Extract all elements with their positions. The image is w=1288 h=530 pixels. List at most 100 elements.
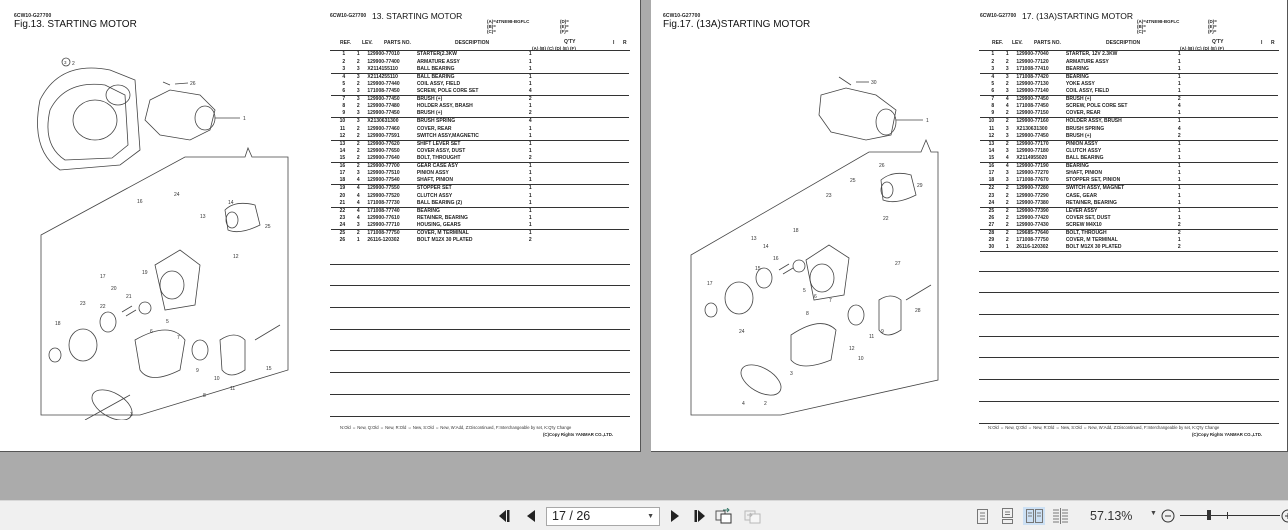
model-legend-def: (D)= (E)= (F)= (1208, 19, 1217, 34)
zoom-in-button[interactable] (1280, 507, 1288, 525)
rotate-view-alt-button[interactable] (743, 507, 763, 525)
part-number-cell: 129900-77160 (1016, 118, 1049, 125)
zoom-slider-track[interactable] (1180, 515, 1280, 516)
description-cell: LEVER ASSY (1065, 207, 1098, 214)
level-cell: 4 (349, 177, 368, 186)
quantity-cell: 1 (528, 185, 532, 192)
svg-text:23: 23 (80, 301, 86, 307)
list-code: 6CW10-G27700 (980, 13, 1017, 19)
continuous-page-icon (1001, 508, 1013, 524)
level-cell: 4 (998, 155, 1017, 164)
column-qty: Q'TY (1212, 39, 1224, 45)
next-page-button[interactable] (668, 507, 682, 525)
page-number-select[interactable]: 17 / 26 ▼ (546, 507, 660, 526)
description-cell: RETAINER, BEARING (416, 215, 468, 222)
svg-text:23: 23 (826, 193, 832, 199)
level-cell: 3 (349, 65, 368, 74)
ref-cell: 10 (988, 118, 995, 125)
zoom-slider-thumb[interactable] (1207, 510, 1211, 520)
ref-cell: 6 (980, 88, 999, 96)
description-cell: CASE, GEAR (1065, 192, 1097, 199)
description-cell: BEARING (1065, 73, 1089, 80)
previous-page-button[interactable] (524, 507, 538, 525)
description-cell: STOPPER SET, PINION (1063, 177, 1175, 186)
description-cell: STOPPER SET (416, 185, 452, 192)
quantity-cell: 1 (525, 132, 629, 141)
zoom-dropdown-icon[interactable]: ▼ (1150, 510, 1157, 517)
ref-cell: 19 (339, 185, 346, 192)
description-cell: HOUSING, GEARS (414, 222, 526, 231)
description-cell: BEARING (1065, 163, 1089, 170)
ref-cell: 23 (339, 215, 346, 222)
description-cell: BRUSH (+) (1065, 96, 1092, 103)
ref-cell: 1 (342, 51, 346, 58)
description-cell: SCREW, POLE CORE SET (414, 88, 526, 96)
description-cell: BEARING (416, 207, 440, 214)
single-page-icon (976, 508, 988, 524)
column-description: DESCRIPTION (1106, 40, 1141, 46)
quantity-cell: 1 (1177, 215, 1181, 222)
quantity-cell: 4 (525, 88, 629, 96)
facing-view-button[interactable] (1023, 507, 1045, 525)
quantity-cell: 1 (1174, 155, 1278, 164)
svg-text:29: 29 (917, 183, 923, 189)
level-cell: 2 (356, 148, 360, 155)
svg-text:24: 24 (174, 192, 180, 198)
svg-text:10: 10 (214, 376, 220, 382)
column-r: R (1271, 40, 1275, 46)
column-parts-no: PARTS NO. (1034, 40, 1061, 46)
level-cell: 2 (349, 132, 368, 141)
column-r: R (623, 40, 627, 46)
first-page-button[interactable] (498, 507, 514, 525)
exploded-parts-diagram: 2 3 26 1 (37, 57, 289, 420)
svg-text:9: 9 (196, 368, 199, 374)
quantity-cell: 4 (528, 118, 532, 125)
continuous-facing-view-button[interactable] (1051, 507, 1069, 525)
column-parts-no: PARTS NO. (384, 40, 411, 46)
part-number-cell: 129900-77450 (367, 96, 400, 103)
svg-text:12: 12 (849, 346, 855, 352)
description-cell: BEARING (1063, 65, 1175, 74)
rotate-view-button[interactable] (714, 507, 734, 525)
level-cell: 3 (1005, 148, 1009, 155)
ref-cell: 12 (980, 132, 999, 141)
description-cell: COVER, REAR (416, 125, 452, 132)
svg-text:20: 20 (111, 286, 117, 292)
ref-cell: 6 (331, 88, 350, 96)
description-cell: CLUTCH ASSY (1065, 148, 1102, 155)
level-cell: 4 (349, 199, 368, 208)
quantity-cell: 2 (1174, 222, 1278, 231)
ref-cell: 14 (988, 148, 995, 155)
list-code: 6CW10-G27700 (330, 13, 367, 19)
zoom-out-button[interactable] (1160, 507, 1176, 525)
level-cell: 3 (1005, 73, 1009, 80)
level-cell: 2 (1005, 215, 1009, 222)
part-number-cell: 171008-77450 (1016, 103, 1049, 110)
figure-title: Fig.13. STARTING MOTOR (14, 19, 137, 30)
level-cell: 2 (1005, 81, 1009, 88)
svg-text:7: 7 (829, 298, 832, 304)
header-rule (979, 50, 1279, 51)
continuous-view-button[interactable] (1000, 507, 1014, 525)
zoom-level[interactable]: 57.13% (1090, 509, 1133, 523)
description-cell: SCREW, POLE CORE SET (1065, 103, 1128, 110)
level-cell: 3 (356, 170, 360, 177)
continuous-facing-icon (1052, 508, 1068, 524)
single-page-view-button[interactable] (975, 507, 989, 525)
quantity-cell: 1 (1177, 237, 1181, 244)
part-number-cell: 129900-77400 (367, 58, 400, 65)
part-number-cell: 129900-77450 (1016, 96, 1049, 103)
quantity-cell: 1 (528, 58, 532, 65)
part-number-cell: 129900-77550 (367, 185, 400, 192)
level-cell: 4 (356, 192, 360, 199)
level-cell: 2 (1005, 185, 1009, 192)
last-page-button[interactable] (690, 507, 706, 525)
